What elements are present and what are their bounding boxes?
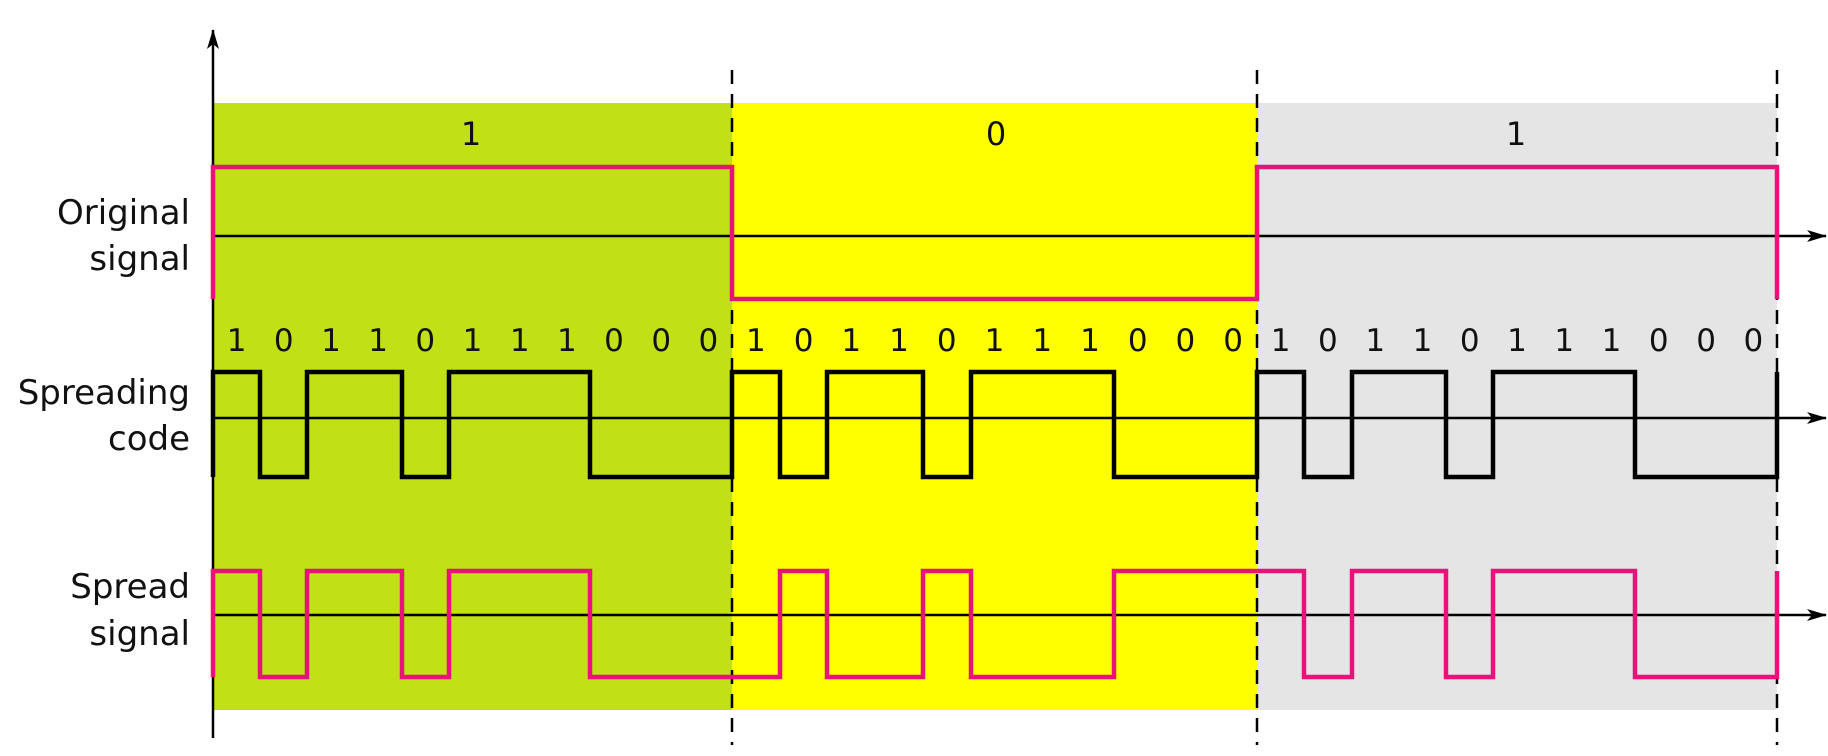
chip-label: 1	[746, 323, 766, 359]
bit-backgrounds	[213, 103, 1777, 710]
chip-label: 0	[604, 323, 624, 359]
chip-label: 1	[1413, 323, 1433, 359]
chip-label: 0	[794, 323, 814, 359]
row-label-spread-line2: signal	[89, 614, 190, 654]
bit-interval-3-background	[1257, 103, 1777, 710]
row-label-original-line2: signal	[89, 239, 190, 279]
chip-label: 0	[274, 323, 294, 359]
row-label-spread-line1: Spread	[70, 567, 190, 607]
bit-interval-1-background	[213, 103, 732, 710]
row-label-original-line1: Original	[57, 193, 190, 233]
chip-label: 0	[1696, 323, 1716, 359]
chip-label: 0	[1744, 323, 1764, 359]
chip-label: 1	[321, 323, 341, 359]
chip-label: 1	[985, 323, 1005, 359]
chip-label: 1	[1271, 323, 1291, 359]
time-axes	[213, 230, 1827, 621]
chip-label: 0	[1318, 323, 1338, 359]
chip-label: 0	[651, 323, 671, 359]
original-signal-waveform	[210, 164, 1780, 302]
chip-label: 1	[889, 323, 909, 359]
chip-label: 0	[699, 323, 719, 359]
chip-label: 1	[1602, 323, 1622, 359]
row-labels: Original signal Spreading code Spread si…	[18, 193, 190, 654]
chip-label: 0	[1649, 323, 1669, 359]
spreading-code-waveform	[210, 369, 1780, 480]
chip-label: 0	[1176, 323, 1196, 359]
chip-label: 1	[1554, 323, 1574, 359]
chip-label: 1	[1507, 323, 1527, 359]
spread-signal-waveform	[210, 568, 1780, 680]
chip-label: 1	[1032, 323, 1052, 359]
chip-label: 1	[841, 323, 861, 359]
chip-label: 1	[227, 323, 247, 359]
chip-label: 1	[510, 323, 530, 359]
chip-label: 1	[368, 323, 388, 359]
chip-label: 0	[1128, 323, 1148, 359]
bit-labels: 1 0 1	[461, 115, 1526, 153]
chip-label: 0	[415, 323, 435, 359]
chip-label: 1	[463, 323, 483, 359]
bit-label-2: 0	[986, 115, 1006, 153]
chip-label: 1	[557, 323, 577, 359]
bit-interval-2-background	[732, 103, 1257, 710]
chip-label: 1	[1080, 323, 1100, 359]
bit-label-1: 1	[461, 115, 481, 153]
chip-label: 0	[1223, 323, 1243, 359]
row-label-spreading-line1: Spreading	[18, 373, 190, 413]
chip-label: 0	[1460, 323, 1480, 359]
chip-label: 1	[1365, 323, 1385, 359]
row-label-spreading-line2: code	[108, 419, 190, 459]
bit-label-3: 1	[1506, 115, 1526, 153]
chip-label: 0	[937, 323, 957, 359]
